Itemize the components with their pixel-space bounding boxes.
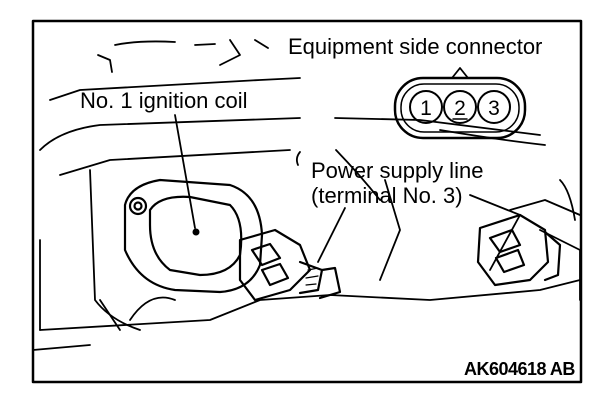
figure-frame: [31, 19, 583, 384]
connector-label: Equipment side connector: [288, 34, 543, 59]
connector-pin-2: [443, 90, 477, 124]
coil-leader-line: [174, 114, 196, 229]
terminal-number-label: (terminal No. 3): [311, 183, 463, 208]
power-supply-line-label: Power supply line: [311, 158, 484, 183]
connector-pin-label: 2: [454, 97, 466, 120]
connector-pin-label: 3: [488, 97, 500, 120]
connector-pin-1: [409, 90, 443, 124]
connector-pin-label: 1: [420, 97, 432, 120]
power-line-leader-line: [317, 207, 346, 263]
equipment-side-connector: 1 2 3: [393, 67, 527, 140]
adjacent-coil-connector: [476, 213, 562, 287]
connector-pin-3: [477, 90, 511, 124]
ignition-coil-label: No. 1 ignition coil: [80, 88, 248, 113]
ignition-coil-shape: [123, 178, 342, 302]
figure-code: AK604618 AB: [464, 359, 575, 379]
engine-cover-lines: [32, 39, 581, 351]
